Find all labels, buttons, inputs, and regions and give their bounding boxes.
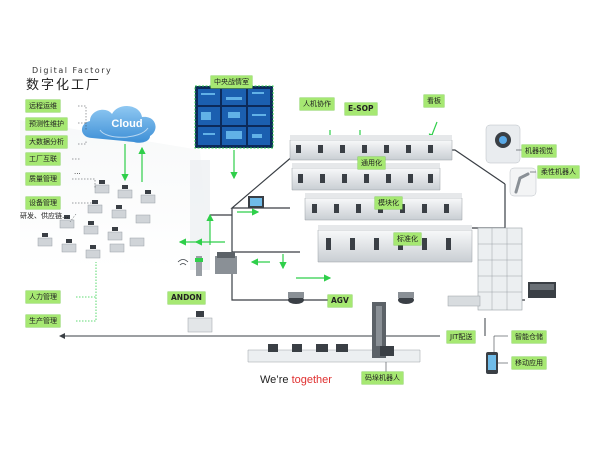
tag-human-robot: 人机协作 [300, 98, 334, 110]
tag-standard: 标准化 [394, 233, 421, 245]
tag-smart-storage: 智能仓储 [512, 331, 546, 343]
andon-workstation [187, 311, 213, 333]
tag-esop: E-SOP [345, 103, 377, 115]
supply-chain-label: 研发、供应链... [20, 212, 69, 220]
slogan-prefix: We’re [260, 374, 292, 386]
andon-lamp-icon [195, 256, 203, 276]
tag-equipment-mgmt: 设备管理 [26, 197, 60, 209]
tag-flex-robot: 柔性机器人 [538, 166, 579, 178]
left-workshop [20, 120, 210, 270]
title-english: Digital Factory [32, 66, 113, 75]
tag-hr-mgmt: 人力管理 [26, 291, 60, 303]
tag-quality-mgmt: 质量管理 [26, 173, 60, 185]
tag-machine-vision: 机器视觉 [522, 145, 556, 157]
tag-palletizing-robot: 码垛机器人 [362, 372, 403, 384]
slogan: We’re together [260, 374, 332, 386]
cloud-icon [81, 106, 156, 143]
ellipsis: ... [74, 168, 81, 176]
mobile-phone-icon [486, 352, 498, 374]
warehouse-rack [447, 227, 556, 311]
tag-factory-iot: 工厂互联 [26, 153, 60, 165]
tag-predictive-maintenance: 预测性维护 [26, 118, 67, 130]
agv-vehicle [215, 252, 237, 274]
tag-jit: JIT配送 [447, 331, 476, 343]
tablet-icon [248, 196, 264, 208]
tag-remote-ops: 远程运维 [26, 100, 60, 112]
tag-kanban: 看板 [424, 95, 444, 107]
flex-robot-icon [509, 167, 537, 197]
tag-general: 通用化 [358, 157, 385, 169]
control-room-screen [194, 85, 274, 149]
wifi-icon [177, 259, 189, 266]
tag-control-room: 中央战情室 [211, 76, 252, 88]
tag-mobile-app: 移动应用 [512, 357, 546, 369]
slogan-highlight: together [291, 374, 332, 386]
tag-modular: 模块化 [375, 197, 402, 209]
title-chinese: 数字化工厂 [26, 78, 102, 93]
tag-andon: ANDON [168, 292, 205, 304]
machine-vision-icon [485, 124, 521, 164]
cloud-label: Cloud [111, 118, 142, 130]
tag-agv: AGV [328, 295, 352, 307]
tag-production-mgmt: 生产管理 [26, 315, 60, 327]
tag-big-data: 大数据分析 [26, 136, 67, 148]
palletizing-line [247, 302, 421, 363]
